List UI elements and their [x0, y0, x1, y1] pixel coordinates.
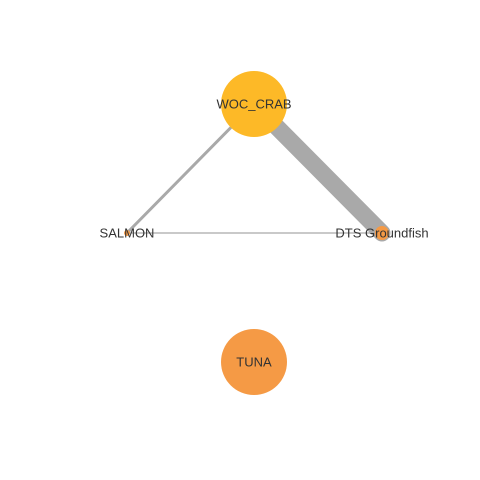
node-salmon	[124, 230, 130, 236]
node-dts-groundfish	[375, 226, 389, 240]
node-label-salmon: SALMON	[100, 226, 155, 241]
node-woc-crab	[221, 71, 287, 137]
node-label-tuna: TUNA	[236, 355, 272, 370]
node-label-dts-groundfish: DTS Groundfish	[335, 226, 428, 241]
node-tuna	[221, 329, 287, 395]
node-label-woc-crab: WOC_CRAB	[216, 97, 291, 112]
nodes-layer	[124, 71, 389, 395]
